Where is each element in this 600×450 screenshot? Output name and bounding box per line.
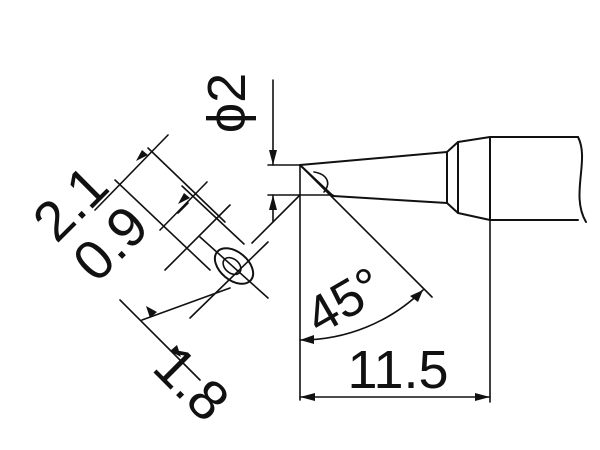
dim-cross-c [189, 241, 269, 319]
length-arrow-left [300, 393, 315, 401]
dim-cross-a [177, 202, 189, 214]
tip-upper-edge [299, 136, 579, 166]
break-line [577, 136, 587, 223]
dim-cross-b [164, 204, 231, 271]
diameter-arrow-bottom [269, 195, 277, 210]
angle-label: 45° [296, 256, 393, 346]
angle-arc [299, 289, 424, 341]
face-detail [199, 194, 301, 299]
length-dimension: 11.5 [299, 219, 491, 403]
ext-line-b [147, 147, 226, 223]
angle-ext-diagonal [299, 164, 433, 298]
angle-arrow-left [300, 335, 314, 344]
angle-arrow-right [410, 290, 423, 302]
length-arrow-right [475, 393, 490, 401]
dim-1-8-arrow-bottom [170, 345, 181, 357]
diameter-dimension: ϕ2 [197, 73, 334, 223]
tip-body [299, 136, 587, 223]
face-centerline [199, 236, 269, 299]
length-label: 11.5 [347, 340, 448, 400]
dim-2-1-arrow [136, 150, 148, 161]
dim-0-9-line [159, 181, 208, 231]
dim-1-8-label: 1.8 [142, 333, 242, 433]
dim-2-1-line [94, 134, 169, 211]
dim-1-8-line [119, 299, 201, 381]
ext-line-a [114, 179, 211, 271]
tip-lower-edge [332, 195, 579, 221]
face-leader [251, 194, 301, 244]
ext-line-c [181, 185, 245, 245]
dim-1-8-arrow-top [146, 306, 157, 318]
width-dimensions [94, 134, 269, 381]
diameter-arrow-top [269, 150, 277, 165]
dim-0-9-arrow [178, 193, 190, 204]
diameter-label: ϕ2 [197, 73, 257, 133]
